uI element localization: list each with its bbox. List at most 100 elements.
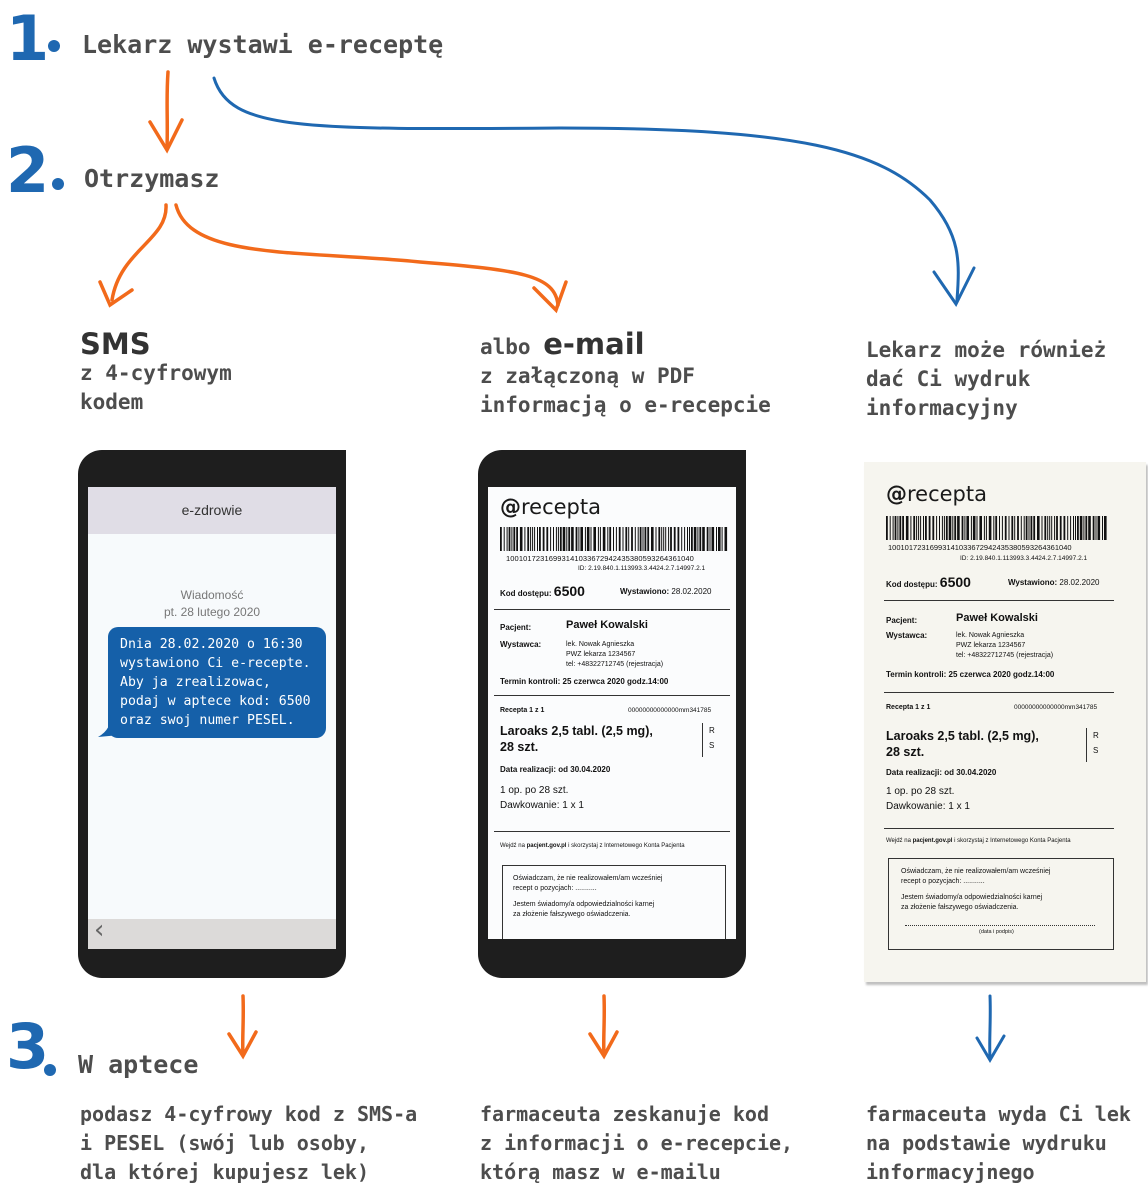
barcode-bar — [506, 527, 508, 551]
barcode-bar — [954, 516, 957, 540]
bubble-tail — [98, 715, 120, 737]
barcode-bar — [550, 527, 552, 551]
barcode-bar — [892, 516, 894, 540]
barcode-bar — [916, 516, 918, 540]
recipe-code: 00000000000000mm341785 — [1014, 704, 1098, 711]
barcode-bar — [524, 527, 526, 551]
issuer-details: lek. Nowak Agnieszka PWZ lekarza 1234567… — [956, 632, 1054, 659]
barcode-bar — [644, 527, 647, 551]
barcode-bar — [985, 516, 987, 540]
sms-screen: e-zdrowie Wiadomość pt. 28 lutego 2020 D… — [88, 487, 336, 949]
barcode-bar — [995, 516, 998, 540]
barcode-bar — [943, 516, 945, 540]
barcode-bar — [983, 516, 985, 540]
barcode-bar — [530, 527, 532, 551]
barcode-bar — [689, 527, 690, 551]
barcode — [500, 527, 728, 551]
barcode-bar — [920, 516, 922, 540]
barcode-bar — [634, 527, 636, 551]
barcode-bar — [1092, 516, 1095, 540]
barcode-bar — [661, 527, 663, 551]
barcode-bar — [1033, 516, 1036, 540]
barcode-bar — [559, 527, 562, 551]
barcode-bar — [655, 527, 657, 551]
orange-down-arrow-icon — [174, 203, 568, 314]
barcode-bar — [599, 527, 601, 551]
issuer-details: lek. Nowak Agnieszka PWZ lekarza 1234567… — [566, 641, 664, 668]
barcode-bar — [642, 527, 644, 551]
barcode-bar — [625, 527, 628, 551]
back-icon[interactable]: ‹ — [94, 915, 105, 945]
printout-result: farmaceuta wyda Ci lek na podstawie wydr… — [866, 1102, 1131, 1184]
barcode-bar — [602, 527, 606, 551]
barcode-bar — [628, 527, 630, 551]
barcode-bar — [1011, 516, 1014, 540]
barcode-bar — [897, 516, 899, 540]
barcode-bar — [1008, 516, 1010, 540]
barcode-bar — [1030, 516, 1033, 540]
sms-heading: SMS z 4-cyfrowym kodem — [80, 330, 232, 417]
signature-label: (data i podpis) — [979, 929, 1014, 935]
barcode-bar — [566, 527, 568, 551]
barcode-bar — [516, 527, 518, 551]
barcode-bar — [1063, 516, 1066, 540]
barcode-bar — [961, 516, 964, 540]
barcode-bar — [568, 527, 571, 551]
step-1-dot — [48, 40, 60, 52]
email-at-icon: @ — [500, 495, 521, 519]
barcode-bar — [889, 516, 891, 540]
footer-note: Wejdź na pacjent.gov.pl i skorzystaj z I… — [500, 843, 685, 849]
barcode-bar — [918, 516, 920, 540]
blue-down-arrow-icon — [212, 76, 976, 307]
barcode-bar — [928, 516, 931, 540]
barcode-bar — [1067, 516, 1069, 540]
barcode-bar — [637, 527, 639, 551]
barcode-bar — [618, 527, 621, 551]
barcode-bar — [1020, 516, 1022, 540]
drug-name: Laroaks 2,5 tabl. (2,5 mg), 28 szt. — [886, 729, 1039, 759]
barcode-bar — [663, 527, 665, 551]
barcode-bar — [575, 527, 578, 551]
sms-title: SMS — [80, 327, 151, 361]
recipe-label: Recepta 1 z 1 — [500, 707, 545, 714]
barcode-bar — [1047, 516, 1049, 540]
barcode-bar — [555, 527, 557, 551]
issued-row: Wystawiono: 28.02.2020 — [620, 587, 712, 596]
patient-label: Pacjent: — [500, 623, 532, 632]
barcode-bar — [939, 516, 940, 540]
barcode-bar — [1001, 516, 1003, 540]
barcode-bar — [684, 527, 686, 551]
phone-notch — [614, 450, 746, 486]
email-subtitle-1: z załączoną w PDF — [480, 364, 695, 388]
barcode-bar — [553, 527, 554, 551]
barcode-bar — [586, 527, 590, 551]
issued-row: Wystawiono: 28.02.2020 — [1008, 578, 1100, 587]
email-screen: @recepta 1001017231699314103367294243538… — [488, 487, 736, 939]
divider — [884, 692, 1114, 693]
barcode-bar — [527, 527, 530, 551]
barcode-bar — [647, 527, 650, 551]
barcode-bar — [1023, 516, 1025, 540]
barcode-bar — [562, 527, 566, 551]
barcode-bar — [681, 527, 683, 551]
barcode-bar — [966, 516, 969, 540]
access-code: 6500 — [553, 583, 585, 599]
barcode-bar — [1073, 516, 1074, 540]
barcode-bar — [1079, 516, 1083, 540]
barcode-bar — [1044, 516, 1047, 540]
divider — [884, 600, 1114, 601]
barcode-bar — [693, 527, 697, 551]
phone-notch — [214, 450, 346, 486]
barcode-bar — [1025, 516, 1028, 540]
email-prefix: albo — [480, 335, 544, 359]
barcode-bar — [597, 527, 599, 551]
realization-row: Data realizacji: od 30.04.2020 — [500, 765, 611, 774]
barcode-bar — [539, 527, 541, 551]
sms-app-title: e-zdrowie — [88, 487, 336, 534]
barcode-bar — [1017, 516, 1019, 540]
access-row: Kod dostępu: 6500 — [886, 574, 971, 590]
barcode-bar — [999, 516, 1000, 540]
barcode-bar — [1104, 516, 1107, 540]
barcode-bar — [925, 516, 927, 540]
